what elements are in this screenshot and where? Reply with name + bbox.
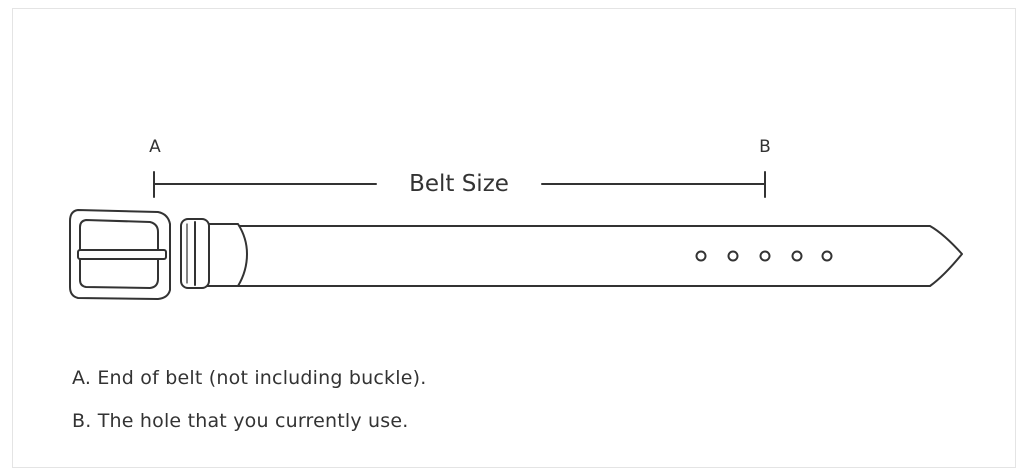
belt-tip [205,223,248,287]
belt-buckle [69,209,171,300]
belt-hole [791,250,803,262]
caption-current-hole: B. The hole that you currently use. [72,410,409,432]
caption-end-of-belt: A. End of belt (not including buckle). [72,367,427,389]
belt-hole [821,250,833,262]
belt-hole [695,250,707,262]
belt-holes [695,250,833,262]
buckle-prong [77,249,167,260]
belt-size-label: Belt Size [409,171,509,197]
belt-strap [207,225,963,287]
belt-keeper [180,218,210,289]
belt-hole [759,250,771,262]
marker-b-label: B [759,137,771,157]
belt-hole [727,250,739,262]
marker-a-label: A [149,137,161,157]
dimension-line [153,171,766,198]
belt-size-diagram: A B Belt Size [69,137,963,300]
